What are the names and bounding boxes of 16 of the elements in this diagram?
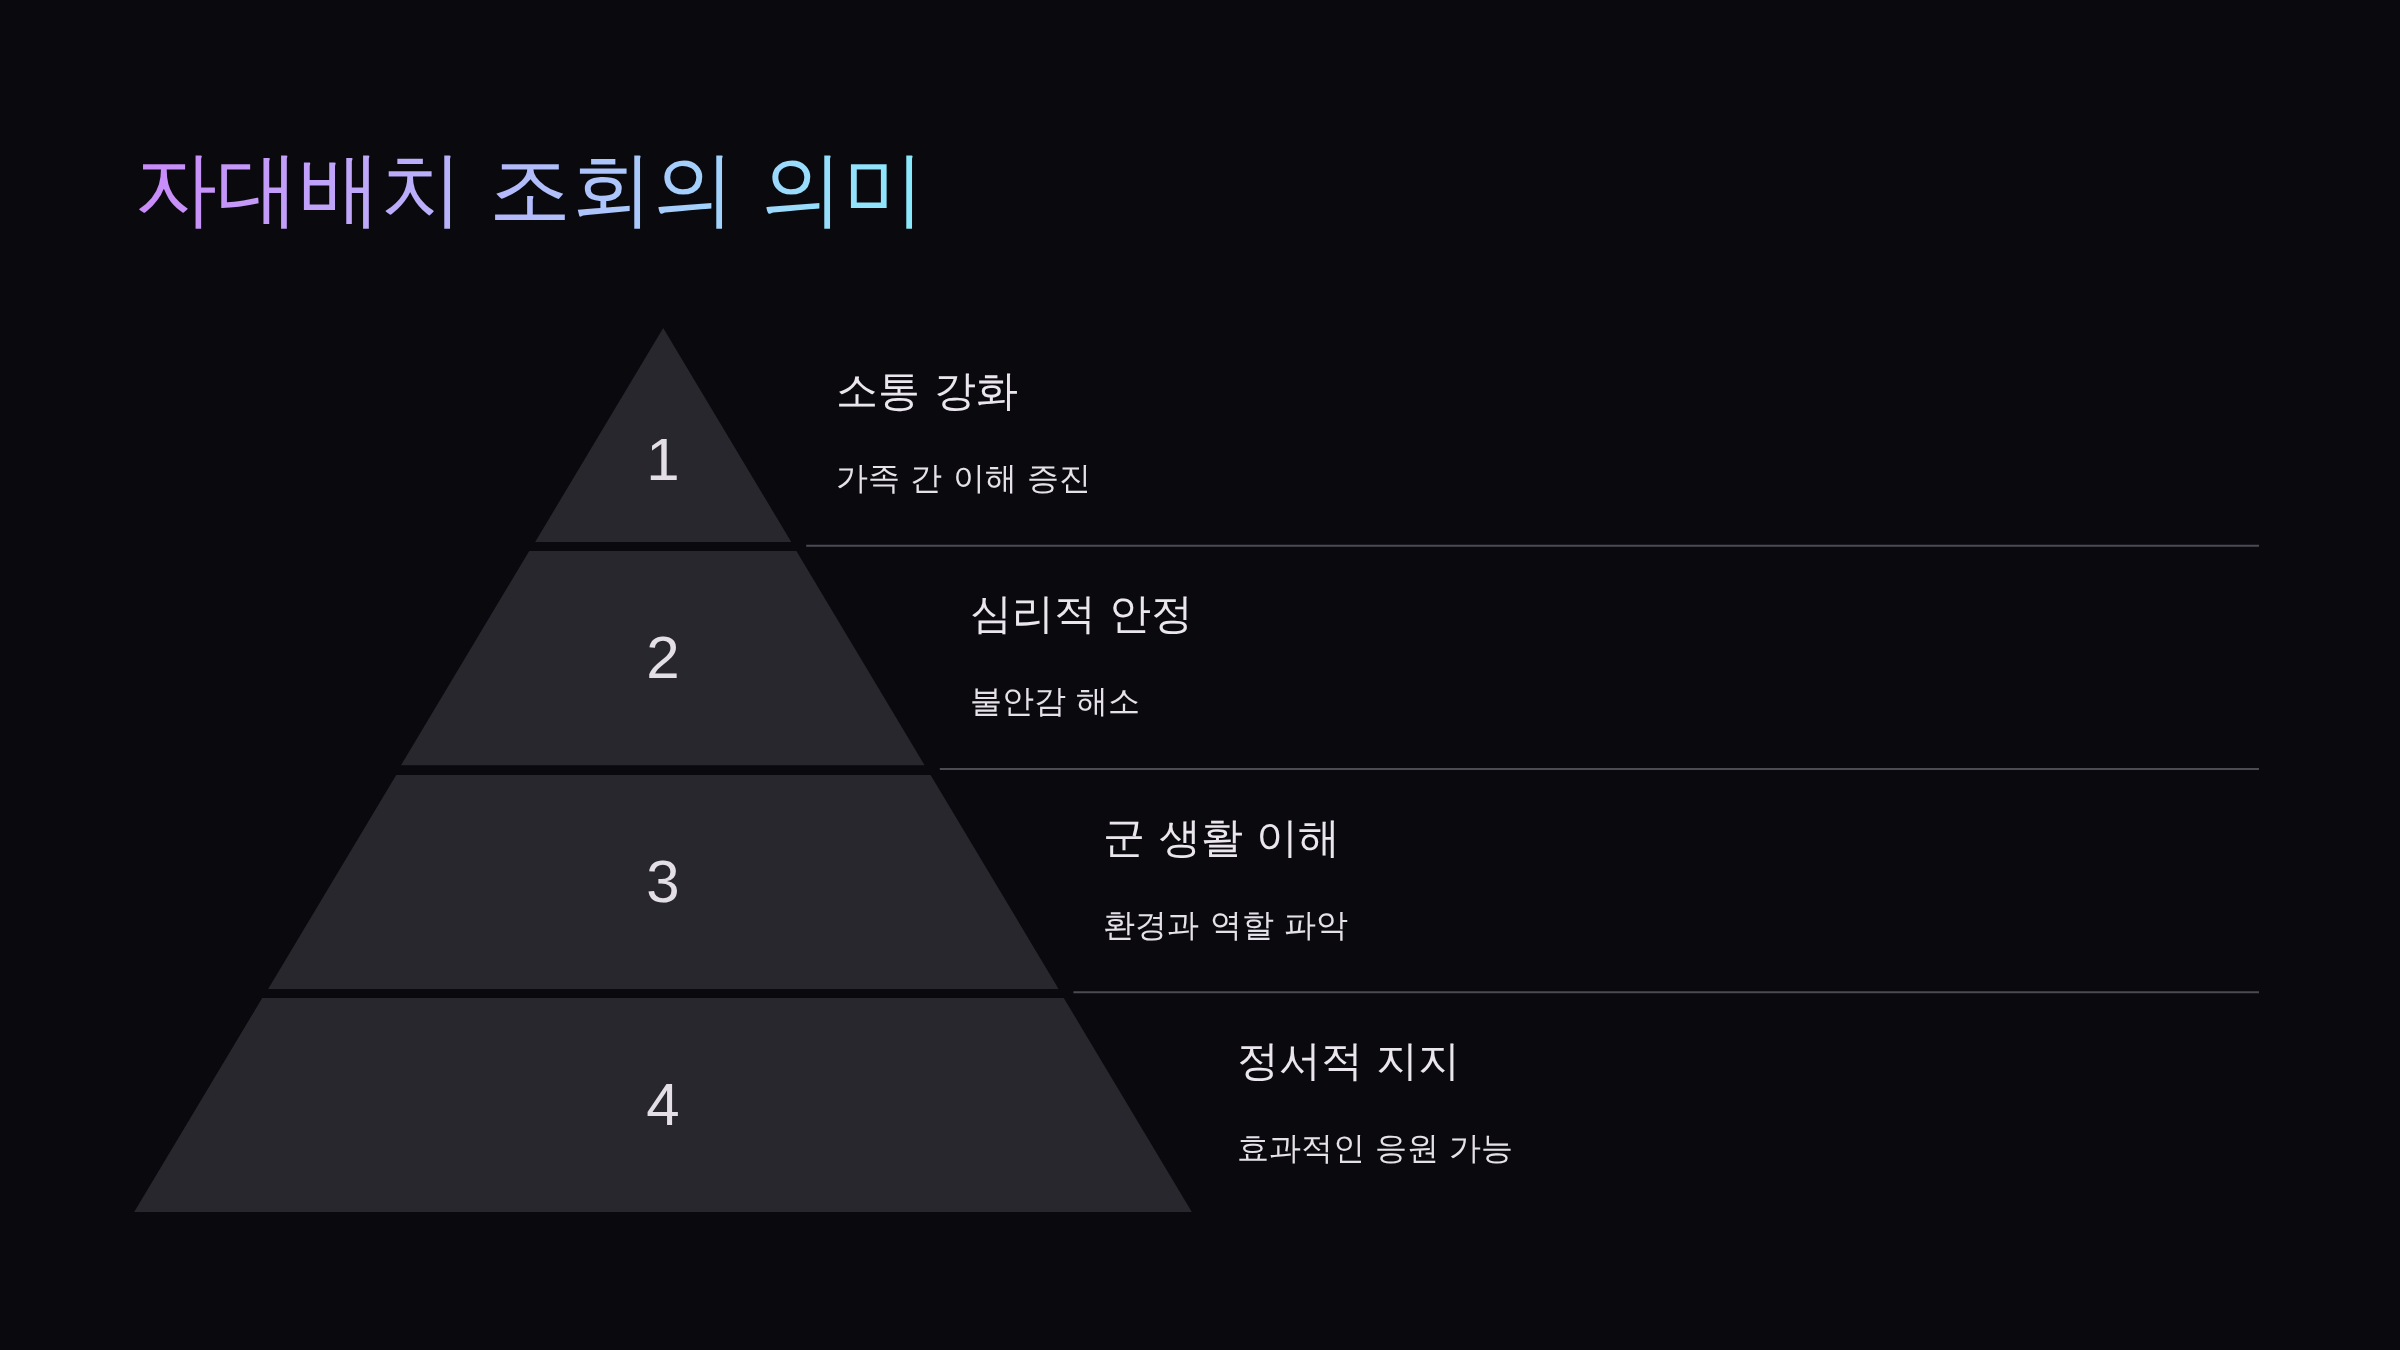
tier-number: 4	[646, 1074, 680, 1135]
tier-description: 불안감 해소	[969, 681, 1141, 723]
tier-heading: 소통 강화	[836, 365, 1019, 417]
pyramid-tier	[267, 774, 1059, 989]
pyramid-tier	[534, 328, 792, 543]
tier-number: 3	[646, 851, 680, 912]
tier-description: 효과적인 응원 가능	[1237, 1127, 1514, 1169]
pyramid-tier	[134, 997, 1192, 1212]
tier-number: 1	[646, 430, 680, 491]
tier-description: 가족 간 이해 증진	[836, 458, 1091, 499]
tier-heading: 정서적 지지	[1237, 1034, 1462, 1087]
pyramid-tier	[401, 551, 925, 766]
tier-number: 2	[646, 628, 680, 689]
tier-heading: 심리적 안정	[969, 588, 1194, 641]
tier-heading: 군 생활 이해	[1103, 811, 1342, 864]
tier-description: 환경과 역할 파악	[1103, 904, 1348, 946]
